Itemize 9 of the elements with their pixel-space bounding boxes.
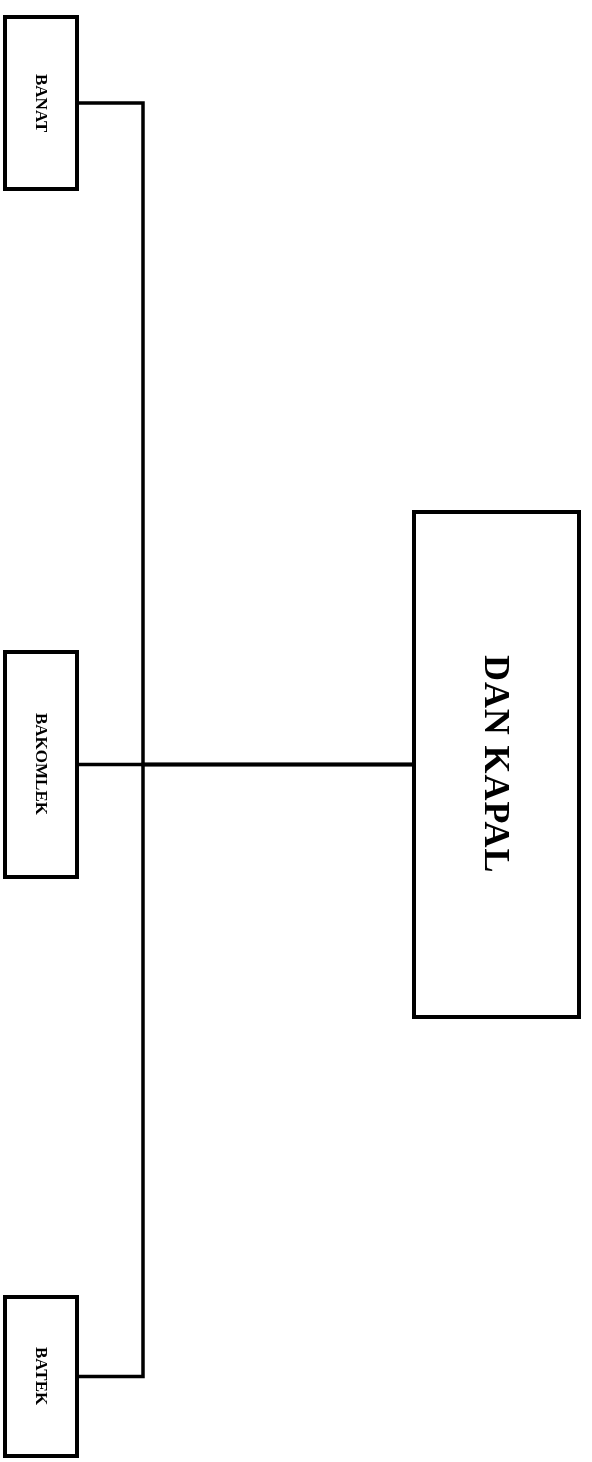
node-label: BATEK — [30, 1347, 52, 1406]
node-box — [3, 1295, 79, 1458]
node-label: DAN KAPAL — [475, 655, 518, 874]
node-label: BAKOMLEK — [30, 713, 52, 816]
connector-line — [79, 762, 412, 1379]
node-label: BANAT — [30, 73, 52, 133]
node-box — [3, 15, 79, 191]
node-box — [3, 650, 79, 879]
node-box — [412, 510, 581, 1019]
